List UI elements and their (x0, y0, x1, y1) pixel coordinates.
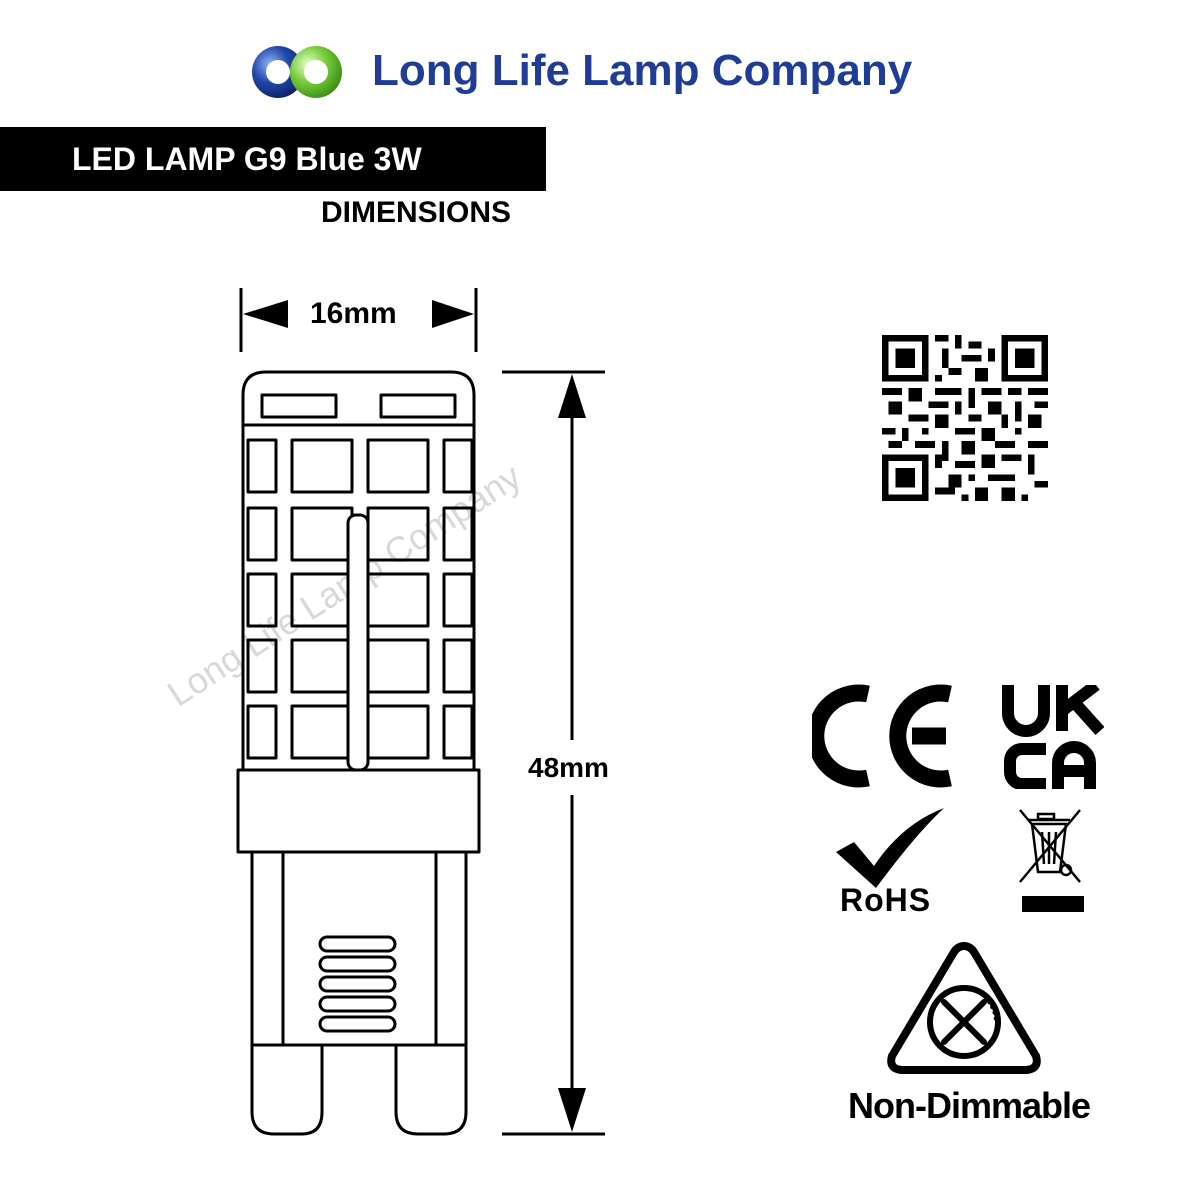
pin-right (394, 1045, 468, 1136)
brand-name: Long Life Lamp Company (372, 46, 913, 95)
width-arrow-left (243, 300, 288, 328)
rohs-label: RoHS (840, 882, 932, 918)
led-grid (246, 438, 474, 760)
section-subtitle: DIMENSIONS (321, 196, 512, 229)
pin-left (250, 1045, 324, 1136)
lamp-dimension-drawing (236, 288, 605, 1136)
qr-code-icon (882, 335, 1048, 501)
height-dimension-label: 48mm (528, 752, 609, 783)
title-bar (0, 127, 546, 191)
top-tab-right (379, 393, 457, 419)
lamp-collar (236, 768, 481, 854)
height-arrow-bottom (558, 1088, 586, 1132)
base-inner (281, 852, 438, 1045)
base-vent-slots (318, 935, 397, 1033)
rohs-check-icon (836, 808, 944, 888)
lamp-capsule-outline (241, 370, 476, 770)
product-title: LED LAMP G9 Blue 3W (72, 141, 422, 177)
top-tab-left (260, 393, 338, 419)
center-post (346, 513, 370, 772)
crossed-out-bin-icon (1019, 809, 1084, 912)
non-dimmable-icon (887, 942, 1041, 1074)
width-arrow-right (432, 300, 474, 328)
ukca-mark-icon (1002, 685, 1104, 789)
width-dimension-label: 16mm (310, 297, 397, 330)
brand-logo-icon (252, 46, 342, 98)
lamp-base (250, 852, 468, 1047)
height-arrow-top (558, 374, 586, 418)
ce-mark-icon (812, 684, 952, 788)
non-dimmable-label: Non-Dimmable (848, 1085, 1091, 1126)
